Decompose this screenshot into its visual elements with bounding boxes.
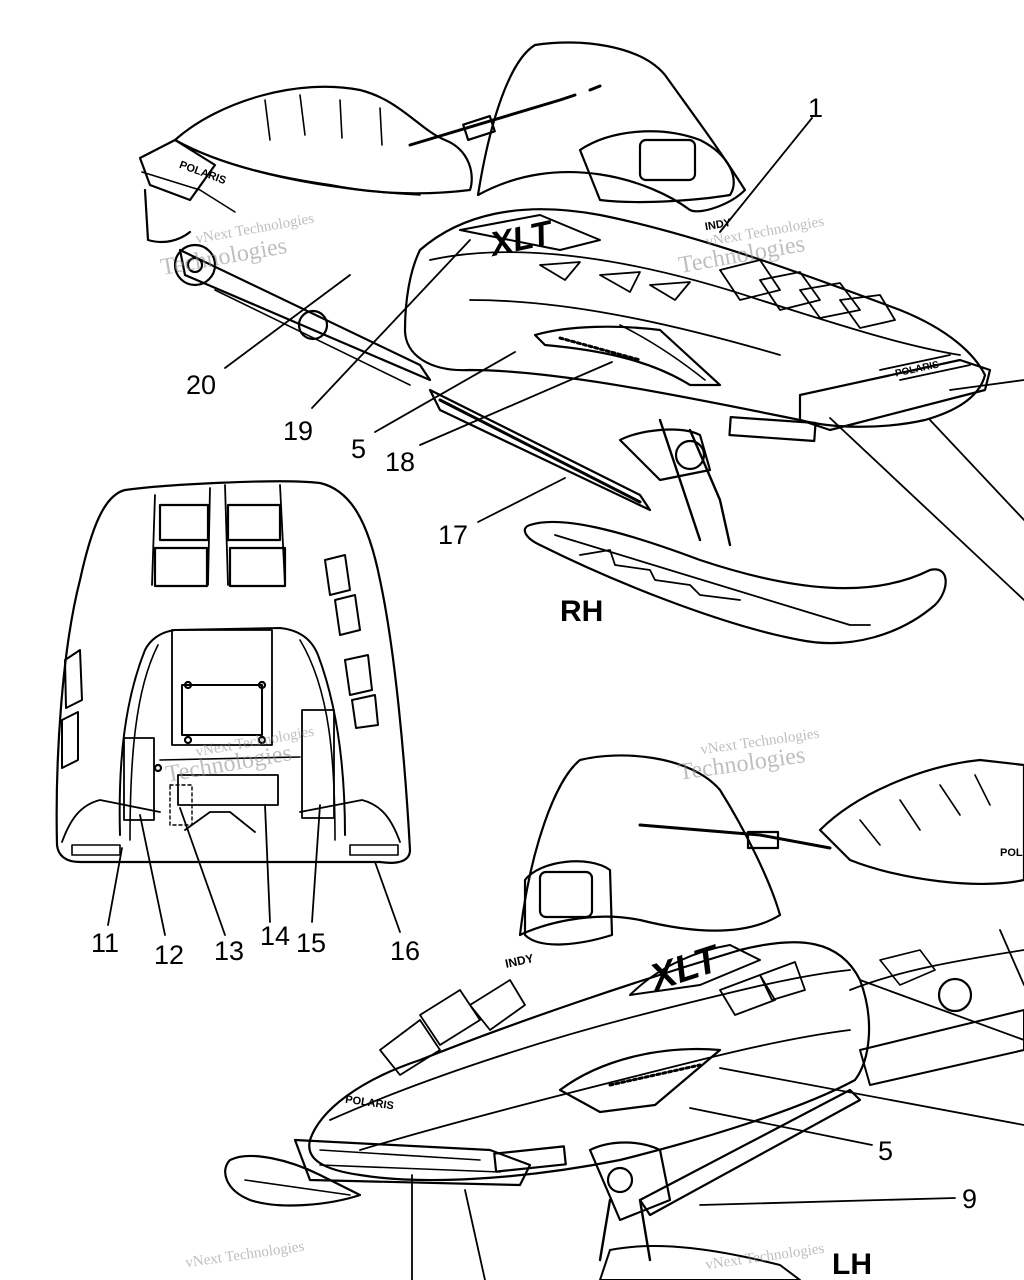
hood-recess [118,627,346,836]
rh-leaders [224,117,1024,601]
callout-14: 14 [260,921,291,951]
callout-11: 11 [91,928,120,958]
hood-leaders [107,804,401,936]
rh-tail [138,138,217,202]
decal-13 [169,784,193,826]
rh-handlebar [408,84,602,147]
hood-vent-b [226,503,282,542]
hood-vent-a [158,503,210,542]
lh-trailing-arm [638,1088,862,1217]
callout-18: 18 [385,447,416,477]
callout-12: 12 [154,940,185,970]
view-label-lh: LH [832,1248,872,1280]
lh-bumper [293,1138,532,1187]
hood-louvres-left [61,649,83,769]
lh-leaders [411,929,1024,1280]
rh-snowmobile [138,41,992,645]
callout-15: 15 [296,928,327,958]
hood-top-view [55,480,412,864]
lh-seat-brand-decal: POLARIS [1000,847,1024,859]
lh-gauge [538,870,594,919]
callout-19: 19 [283,416,314,446]
rh-spindle [658,418,732,547]
callout-20: 20 [186,370,217,400]
lh-graphic-xlt [629,944,761,996]
rh-trailing-arm [428,388,652,512]
lh-wheel [937,977,973,1013]
rh-hood-vents [719,259,896,329]
rh-bumper [798,358,992,432]
lh-ski [224,1154,362,1207]
hood-louvres-right [324,554,379,729]
rh-console [578,130,735,204]
rh-gauge [638,138,697,182]
view-label-rh: RH [560,595,604,628]
lh-hood-vents [379,961,806,1076]
decal-14 [177,774,279,806]
rh-stripe-18 [533,325,722,387]
callout-5-lh: 5 [878,1136,894,1166]
hood-outline [55,480,412,864]
lh-handlebar [638,823,832,850]
callout-13: 13 [214,936,245,966]
rh-seat [173,85,473,195]
callout-9: 9 [962,1184,978,1214]
hood-vent-c [153,546,209,588]
hood-light-right [349,844,399,856]
hood-light-left [71,844,121,856]
callout-17: 17 [438,520,469,550]
rh-mid-wheel [297,309,329,341]
lh-spindle [588,1141,672,1222]
callout-5-rh: 5 [351,434,367,464]
rh-windshield [476,41,747,213]
hood-instrument-window [171,629,273,746]
lh-windshield [518,754,782,937]
callout-1: 1 [808,93,824,123]
lh-hood [308,941,871,1182]
lh-snowmobile [224,754,1024,1280]
lh-console [523,860,614,946]
rh-ski [523,520,947,645]
decal-12 [123,737,155,821]
hood-vent-d [228,546,287,588]
rh-hood [403,208,987,428]
rh-rear-wheel [173,243,217,287]
decal-15 [301,709,335,819]
lh-stripe [558,1047,722,1114]
callout-16: 16 [390,936,421,966]
lh-seat [818,758,1024,886]
rh-graphic-xlt [459,214,601,251]
rh-track [178,248,432,382]
